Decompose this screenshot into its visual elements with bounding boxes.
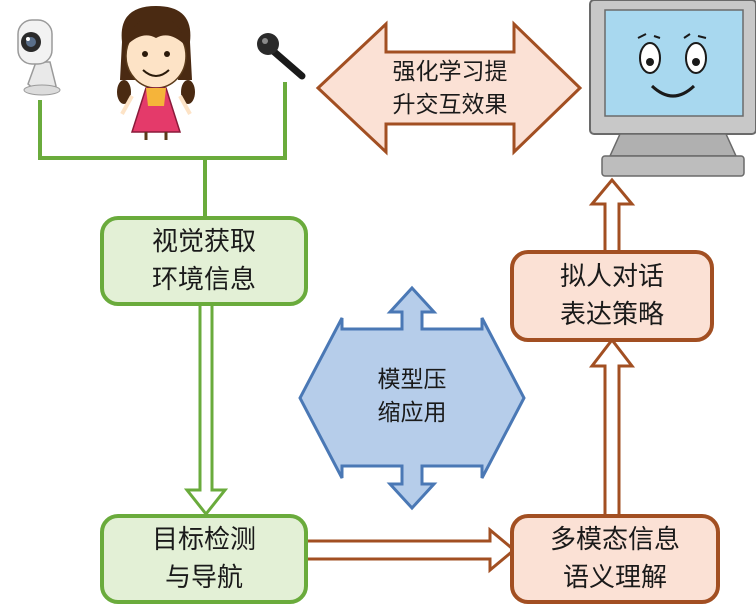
node-visual-environment-line2: 环境信息	[151, 265, 256, 295]
node-visual-environment-line1: 视觉获取	[151, 227, 256, 257]
rl-arrow-label-line1: 强化学习提	[392, 59, 508, 85]
node-visual-environment: 视觉获取 环境信息	[100, 216, 308, 306]
flow-arrow-target-to-multimodal	[304, 526, 517, 574]
flow-arrow-dialogue-to-monitor	[588, 177, 636, 254]
input-connector-lines	[38, 82, 287, 218]
compression-arrow-label: 模型压 缩应用	[352, 364, 472, 430]
node-target-detection-line2: 与导航	[164, 563, 243, 593]
compression-four-way-arrow	[298, 285, 526, 511]
microphone-icon	[257, 33, 306, 80]
rl-arrow-label: 强化学习提 升交互效果	[380, 56, 520, 122]
compression-arrow-label-line1: 模型压	[377, 367, 447, 393]
node-target-detection: 目标检测 与导航	[100, 514, 308, 604]
flow-arrow-visual-to-target	[183, 302, 229, 517]
node-dialogue-strategy-line2: 表达策略	[559, 300, 664, 330]
flow-arrow-multimodal-to-dialogue	[588, 337, 636, 518]
node-multimodal-understanding-line2: 语义理解	[562, 563, 667, 593]
rl-double-arrow	[315, 20, 583, 156]
rl-arrow-label-line2: 升交互效果	[392, 92, 508, 118]
node-target-detection-line1: 目标检测	[151, 525, 256, 555]
compression-arrow-label-line2: 缩应用	[377, 400, 447, 426]
child-icon	[117, 6, 195, 140]
node-multimodal-understanding-line1: 多模态信息	[549, 525, 680, 555]
camera-icon	[17, 19, 61, 96]
monitor-face-icon	[589, 0, 756, 177]
node-multimodal-understanding: 多模态信息 语义理解	[510, 514, 720, 604]
node-dialogue-strategy-line1: 拟人对话	[559, 262, 664, 292]
node-dialogue-strategy: 拟人对话 表达策略	[510, 250, 714, 342]
